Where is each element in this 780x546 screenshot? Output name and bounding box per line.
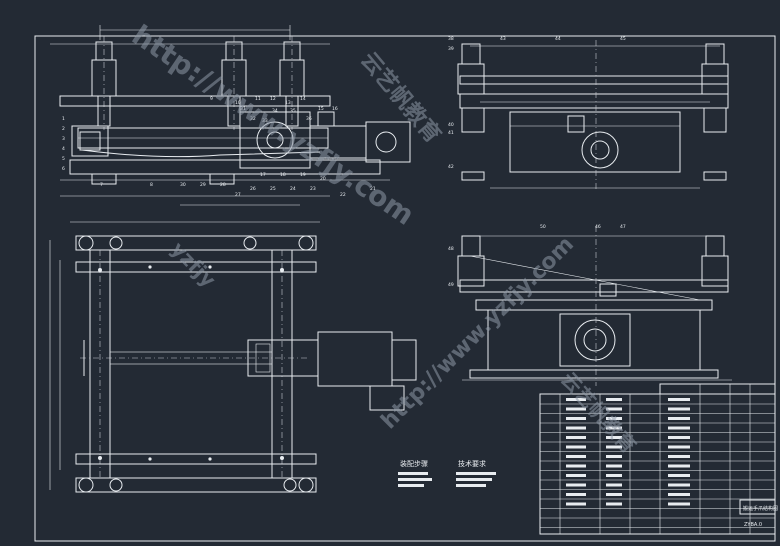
notes-title-requirements: 技术要求	[458, 459, 486, 468]
front-callout-label: 8	[150, 182, 153, 188]
front-callout-label: 17	[260, 172, 266, 178]
side-callout-label: 49	[448, 282, 454, 288]
front-callout-label: 25	[270, 186, 276, 192]
front-callout-label: 10	[235, 100, 241, 106]
front-callout-label: 35	[290, 108, 296, 114]
side-callout-label: 40	[448, 122, 454, 128]
front-callout-label: 32	[250, 116, 256, 122]
front-callout-label: 1	[62, 116, 65, 122]
side-callout-label: 50	[540, 224, 546, 230]
front-callout-label: 26	[250, 186, 256, 192]
side-callout-label: 42	[448, 164, 454, 170]
front-callout-label: 29	[200, 182, 206, 188]
side-view-upper	[457, 40, 729, 190]
front-callout-label: 33	[262, 118, 268, 124]
side-callout-label: 43	[500, 36, 506, 42]
front-callout-label: 15	[318, 106, 324, 112]
sheet-border	[34, 35, 776, 542]
front-callout-label: 22	[340, 192, 346, 198]
front-callout-label: 21	[370, 186, 376, 192]
parts-list-table: 搬运手爪结构图 ZYBA.0	[539, 383, 778, 535]
front-callout-label: 9	[210, 96, 213, 102]
front-callout-label: 5	[62, 156, 65, 162]
side-callout-label: 38	[448, 36, 454, 42]
front-callout-label: 2	[62, 126, 65, 132]
side-view-lower	[457, 226, 732, 386]
front-callout-label: 34	[272, 108, 278, 114]
watermark-text: 云艺帆教育	[556, 367, 641, 457]
front-callout-label: 12	[270, 96, 276, 102]
side-callout-label: 44	[555, 36, 561, 42]
side-callout-label: 39	[448, 46, 454, 52]
side-callout-label: 47	[620, 224, 626, 230]
front-callout-label: 23	[310, 186, 316, 192]
front-view	[50, 25, 411, 206]
side-callout-label: 48	[448, 246, 454, 252]
front-callout-label: 24	[290, 186, 296, 192]
front-callout-label: 3	[62, 136, 65, 142]
side-callout-label: 45	[620, 36, 626, 42]
front-callout-label: 20	[320, 176, 326, 182]
front-callout-label: 19	[300, 172, 306, 178]
notes-title-assembly: 装配步骤	[400, 459, 428, 468]
plan-view	[49, 221, 417, 493]
front-callout-label: 11	[255, 96, 261, 102]
side-callouts: 38 39 40 41 42 43 44 45 46 47 48 49 50	[448, 36, 626, 288]
watermark-text: 云艺帆教育	[355, 47, 446, 148]
front-callout-label: 6	[62, 166, 65, 172]
front-callout-label: 13	[285, 100, 291, 106]
notes-area: 装配步骤 技术要求	[398, 459, 496, 487]
title-block-name: 搬运手爪结构图	[743, 505, 778, 512]
side-callout-label: 46	[595, 224, 601, 230]
front-callout-label: 31	[240, 106, 246, 112]
front-callout-label: 27	[235, 192, 241, 198]
front-callout-label: 36	[306, 116, 312, 122]
front-callout-label: 30	[180, 182, 186, 188]
front-callout-label: 18	[280, 172, 286, 178]
front-callout-label: 16	[332, 106, 338, 112]
front-callout-label: 14	[300, 96, 306, 102]
watermark-text: yzfjy	[166, 237, 220, 292]
front-callout-label: 28	[220, 182, 226, 188]
side-callout-label: 41	[448, 130, 454, 136]
title-block-code: ZYBA.0	[744, 522, 762, 528]
front-callout-label: 4	[62, 146, 65, 152]
front-callout-label: 7	[100, 182, 103, 188]
